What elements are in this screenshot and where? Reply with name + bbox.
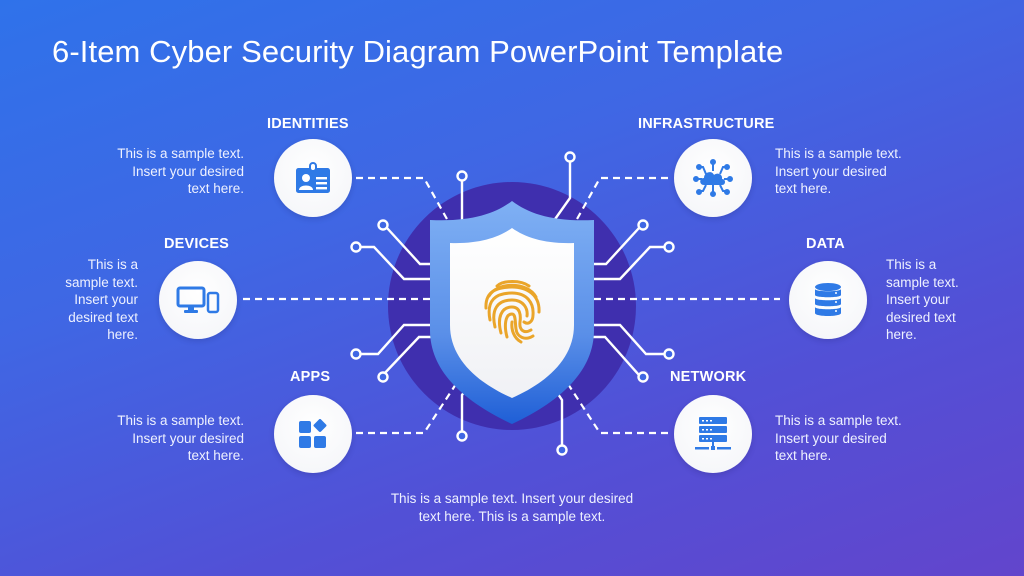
apps-grid-icon <box>299 419 327 448</box>
desc-data: This is a sample text. Insert your desir… <box>886 256 986 344</box>
desc-network-text: This is a sample text. Insert your desir… <box>775 413 902 463</box>
desc-network: This is a sample text. Insert your desir… <box>775 412 935 465</box>
desc-apps: This is a sample text. Insert your desir… <box>96 412 244 465</box>
desc-infrastructure: This is a sample text. Insert your desir… <box>775 145 935 198</box>
node-devices[interactable] <box>159 261 237 339</box>
heading-devices: DEVICES <box>164 236 230 252</box>
desc-devices-text: This is a sample text. Insert your desir… <box>65 257 138 342</box>
desc-infrastructure-text: This is a sample text. Insert your desir… <box>775 146 902 196</box>
heading-identities: IDENTITIES <box>267 116 349 132</box>
heading-data: DATA <box>806 236 845 252</box>
desc-identities: This is a sample text. Insert your desir… <box>96 145 244 198</box>
node-identities[interactable] <box>274 139 352 217</box>
id-badge-icon <box>296 162 330 193</box>
node-data[interactable] <box>789 261 867 339</box>
database-icon <box>815 283 841 316</box>
center-caption-text: This is a sample text. Insert your desir… <box>390 491 634 524</box>
dashed-connectors <box>243 176 780 435</box>
desc-identities-text: This is a sample text. Insert your desir… <box>117 146 244 196</box>
heading-infrastructure: INFRASTRUCTURE <box>638 116 775 132</box>
desc-devices: This is a sample text. Insert your desir… <box>40 256 138 344</box>
node-network[interactable] <box>674 395 752 473</box>
cloud-network-icon <box>693 159 733 197</box>
heading-network: NETWORK <box>670 369 747 385</box>
desc-apps-text: This is a sample text. Insert your desir… <box>117 413 244 463</box>
center-caption: This is a sample text. Insert your desir… <box>352 490 672 525</box>
node-apps[interactable] <box>274 395 352 473</box>
node-infrastructure[interactable] <box>674 139 752 217</box>
devices-icon <box>176 286 220 314</box>
slide-title: 6-Item Cyber Security Diagram PowerPoint… <box>52 34 784 69</box>
desc-data-text: This is a sample text. Insert your desir… <box>886 257 959 342</box>
circuit-terminals <box>350 151 675 456</box>
heading-apps: APPS <box>290 369 331 385</box>
server-rack-icon <box>695 417 731 450</box>
fingerprint-icon <box>484 280 541 344</box>
